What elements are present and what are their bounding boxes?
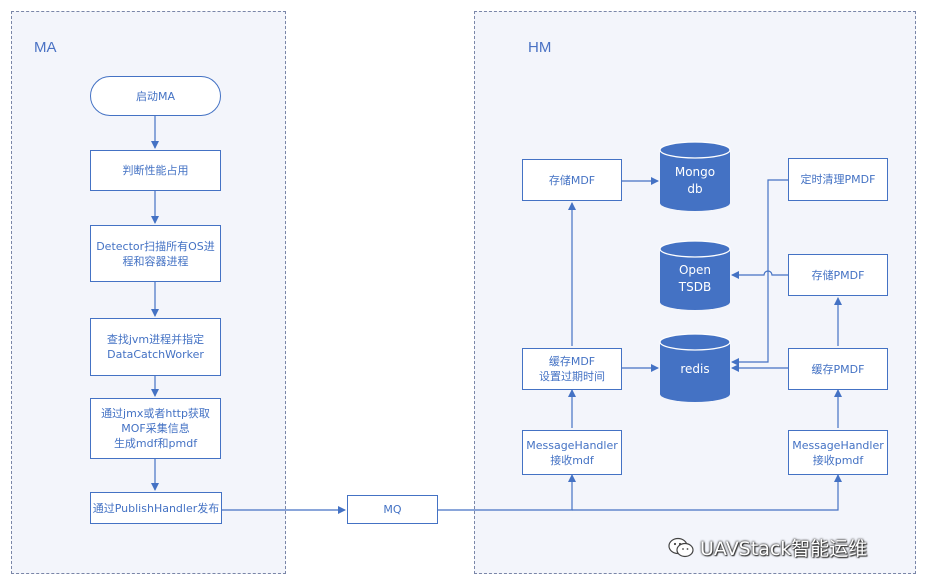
find-jvm-line-2: DataCatchWorker bbox=[107, 348, 204, 361]
collect-mof-line-3: 生成mdf和pmdf bbox=[113, 437, 198, 450]
publish-handler-node: 通过PublishHandler发布 bbox=[90, 492, 222, 524]
mongo-db-cylinder bbox=[659, 141, 731, 211]
check-performance-label: 判断性能占用 bbox=[122, 164, 189, 177]
start-ma-label: 启动MA bbox=[135, 89, 175, 103]
open-tsdb-line-2: TSDB bbox=[678, 280, 712, 294]
arrow-mq-to-handler-right bbox=[572, 474, 842, 511]
message-handler-pmdf-line-1: MessageHandler bbox=[792, 438, 884, 452]
mongo-db-line-2: db bbox=[687, 182, 703, 196]
open-tsdb-line-1: Open bbox=[678, 263, 712, 277]
message-handler-pmdf-line-2: 接收pmdf bbox=[812, 453, 864, 467]
ma-region-title: MA bbox=[34, 39, 57, 56]
mq-label: MQ bbox=[383, 503, 402, 516]
store-pmdf-node: 存储PMDF bbox=[788, 254, 888, 296]
message-handler-mdf-line-2: 接收mdf bbox=[550, 453, 594, 467]
cache-pmdf-label: 缓存PMDF bbox=[811, 362, 865, 376]
message-handler-pmdf-node: MessageHandler 接收pmdf bbox=[788, 430, 888, 475]
watermark: UAVStack智能运维 bbox=[668, 534, 867, 561]
clean-pmdf-label: 定时清理PMDF bbox=[800, 173, 876, 186]
mongo-db-label: Mongo db bbox=[660, 160, 730, 202]
store-pmdf-label: 存储PMDF bbox=[811, 268, 865, 282]
start-ma-node: 启动MA bbox=[90, 76, 221, 116]
open-tsdb-cylinder bbox=[659, 240, 731, 310]
hm-region-title: HM bbox=[528, 39, 552, 56]
detector-scan-node: Detector扫描所有OS进 程和容器进程 bbox=[90, 225, 221, 282]
redis-label: redis bbox=[660, 352, 730, 386]
collect-mof-line-2: MOF采集信息 bbox=[121, 422, 190, 435]
message-handler-mdf-node: MessageHandler 接收mdf bbox=[522, 430, 622, 475]
cache-mdf-node: 缓存MDF 设置过期时间 bbox=[522, 348, 622, 390]
clean-pmdf-node: 定时清理PMDF bbox=[788, 158, 888, 201]
store-mdf-node: 存储MDF bbox=[522, 159, 622, 201]
arrow-store-pmdf-to-tsdb bbox=[731, 270, 788, 279]
check-performance-node: 判断性能占用 bbox=[90, 150, 221, 191]
store-mdf-label: 存储MDF bbox=[548, 173, 596, 187]
redis-line-1: redis bbox=[680, 361, 710, 376]
find-jvm-line-1: 查找jvm进程并指定 bbox=[106, 333, 205, 346]
detector-scan-line-2: 程和容器进程 bbox=[122, 254, 189, 268]
redis-cylinder bbox=[659, 333, 731, 402]
find-jvm-node: 查找jvm进程并指定 DataCatchWorker bbox=[90, 318, 221, 376]
mongo-db-line-1: Mongo bbox=[674, 165, 716, 179]
arrow-mq-to-handler-left bbox=[438, 474, 576, 511]
watermark-text: UAVStack智能运维 bbox=[700, 538, 868, 560]
mq-node: MQ bbox=[347, 495, 438, 524]
collect-mof-line-1: 通过jmx或者http获取 bbox=[101, 407, 210, 420]
publish-handler-label: 通过PublishHandler发布 bbox=[92, 501, 220, 515]
wechat-icon bbox=[668, 537, 694, 557]
cache-pmdf-node: 缓存PMDF bbox=[788, 348, 888, 390]
cache-mdf-line-2: 设置过期时间 bbox=[539, 370, 605, 383]
collect-mof-node: 通过jmx或者http获取 MOF采集信息 生成mdf和pmdf bbox=[90, 398, 221, 459]
open-tsdb-label: Open TSDB bbox=[660, 258, 730, 300]
cache-mdf-line-1: 缓存MDF bbox=[548, 355, 596, 368]
detector-scan-line-1: Detector扫描所有OS进 bbox=[96, 239, 215, 253]
arrow-clean-pmdf-to-redis bbox=[731, 179, 788, 366]
message-handler-mdf-line-1: MessageHandler bbox=[526, 438, 618, 452]
